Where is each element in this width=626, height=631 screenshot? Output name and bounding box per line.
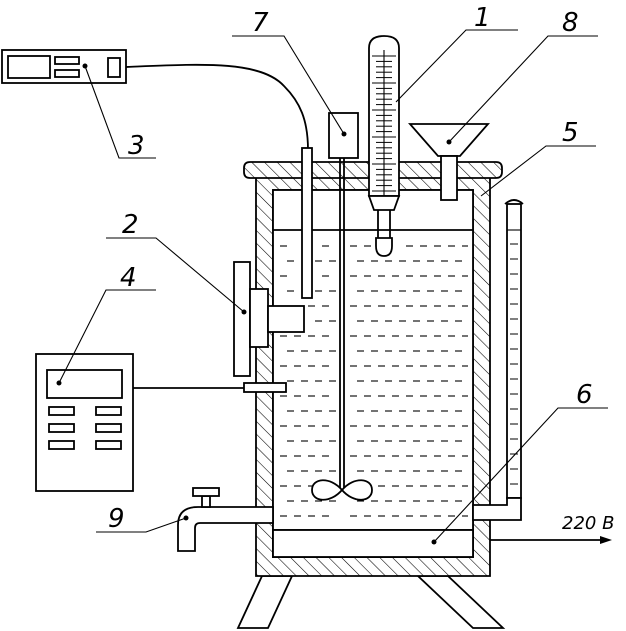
thermometer [367, 35, 401, 257]
controller [35, 353, 287, 492]
label-6: 6 [576, 380, 593, 410]
drain-tap [177, 487, 274, 552]
bottom-heater [272, 529, 474, 558]
digital-thermometer [1, 49, 127, 84]
part-labels: 1 2 3 4 5 6 7 8 9 220 В [108, 3, 614, 534]
side-mount-heater [233, 261, 305, 377]
power-lead [490, 536, 612, 544]
label-3: 3 [128, 131, 145, 161]
label-1: 1 [474, 3, 491, 33]
label-4: 4 [120, 263, 137, 293]
label-5: 5 [562, 118, 579, 148]
voltage-label: 220 В [562, 513, 614, 534]
funnel [408, 123, 490, 201]
level-gauge [472, 199, 524, 521]
label-9: 9 [108, 504, 125, 534]
temperature-probe [125, 63, 313, 299]
leader-lines [58, 29, 608, 543]
liquid [280, 245, 468, 517]
label-2: 2 [122, 210, 139, 240]
label-8: 8 [562, 8, 579, 38]
stirrer [311, 112, 373, 501]
label-7: 7 [252, 8, 269, 38]
vessel-legs [236, 575, 506, 629]
